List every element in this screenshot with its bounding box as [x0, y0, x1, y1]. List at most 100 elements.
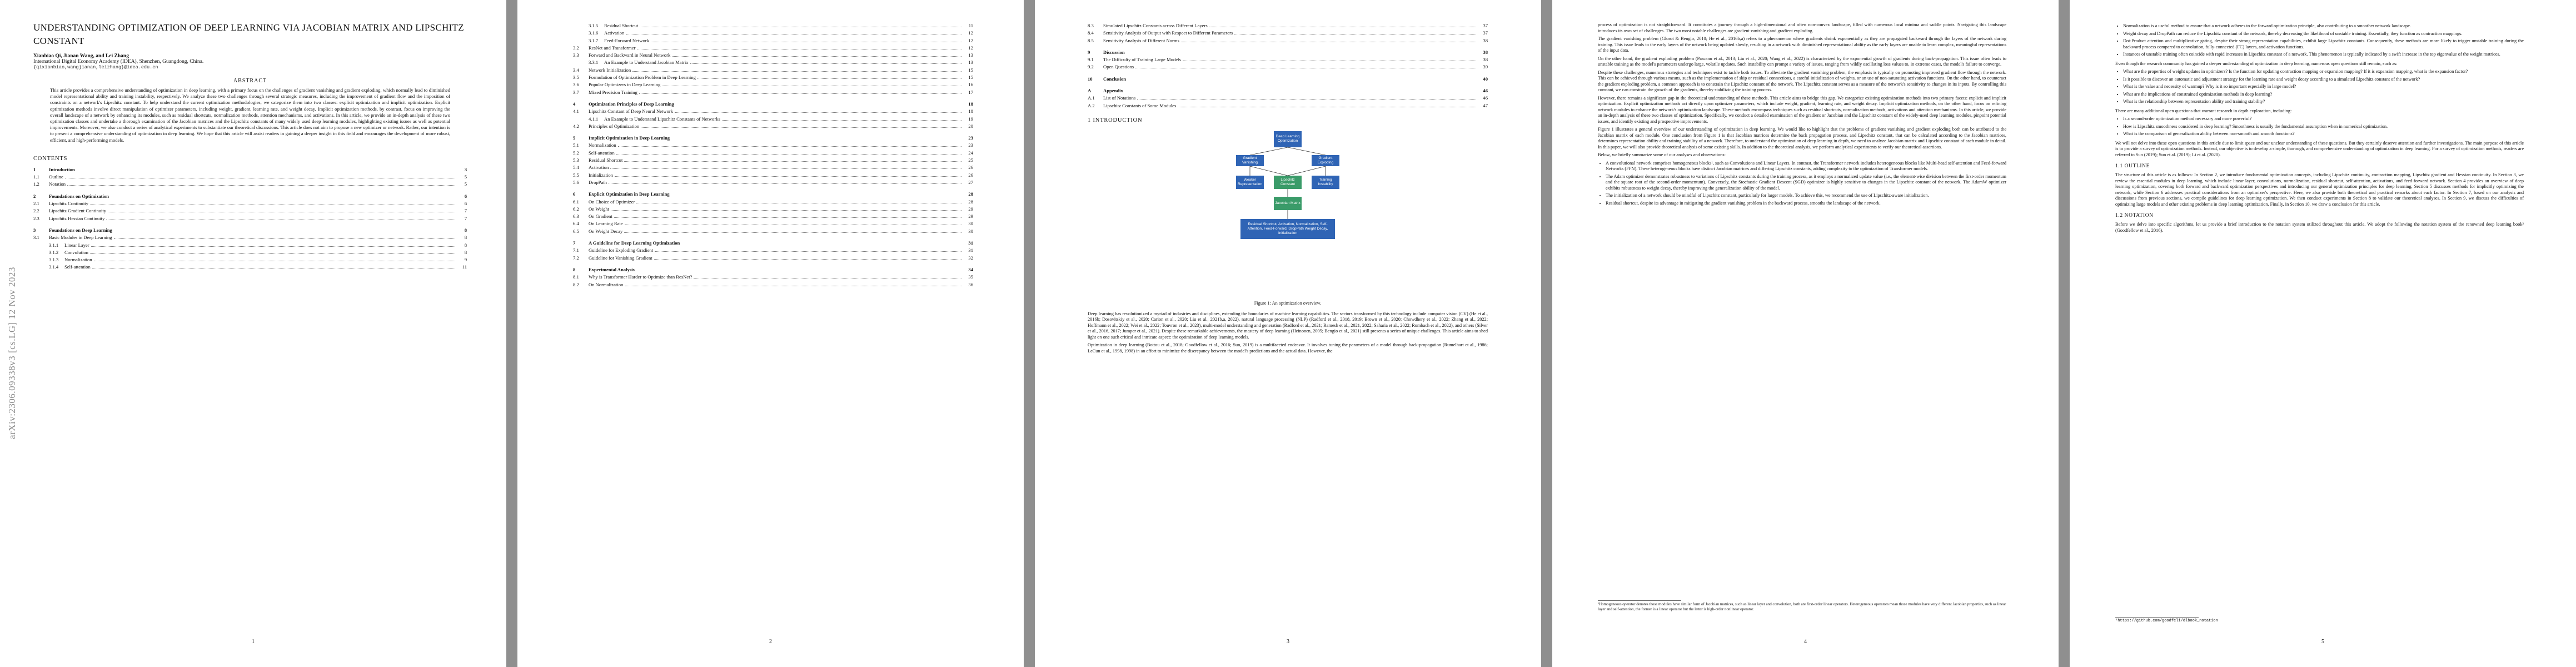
- toc-leader-dots: [641, 127, 961, 128]
- toc-number: 3.1.6: [589, 30, 599, 36]
- page-5: Normalization is a useful method to ensu…: [2070, 0, 2576, 667]
- body-paragraph: Below, we briefly summarize some of our …: [1598, 152, 1726, 157]
- toc-leader-dots: [624, 161, 961, 162]
- toc-page-number: 8: [464, 227, 467, 233]
- toc-page-number: 28: [968, 198, 973, 205]
- box-gradient-vanishing: Gradient Vanishing: [1236, 155, 1264, 166]
- toc-title: Optimization Principles of Deep Learning: [589, 101, 674, 107]
- toc-number: 3.4: [573, 67, 579, 73]
- abstract-heading: Abstract: [233, 78, 267, 84]
- toc-page-number: 36: [968, 281, 973, 287]
- toc-leader-dots: [614, 217, 961, 218]
- toc-page-number: 32: [968, 255, 973, 261]
- toc-title: Mixed Precision Training: [589, 89, 637, 95]
- toc-number: A: [1088, 88, 1092, 94]
- toc-leader-dots: [632, 71, 961, 72]
- toc-number: 2.2: [33, 208, 39, 214]
- toc-page-number: 31: [968, 247, 973, 253]
- toc-page-number: 12: [968, 37, 973, 43]
- toc-number: 4.1.1: [589, 116, 599, 122]
- toc-page-number: 23: [968, 135, 973, 141]
- toc-title: On Normalization: [589, 281, 624, 287]
- toc-page-number: 18: [968, 108, 973, 115]
- list-item: Dot-Product attention and multiplicative…: [2123, 38, 2524, 50]
- toc-page-number: 38: [1483, 49, 1488, 55]
- toc-page-number: 24: [968, 150, 973, 156]
- list-item: What is the value and necessity of warmu…: [2123, 84, 2524, 90]
- toc-title: On Choice of Optimizer: [589, 198, 635, 205]
- box-gradient-exploding: Gradient Exploding: [1312, 155, 1339, 166]
- toc-page-number: 35: [968, 274, 973, 280]
- page-number: 2: [769, 639, 772, 645]
- list-item: Residual shortcut, despite its advantage…: [1606, 201, 2006, 207]
- toc-title: Activation: [604, 30, 625, 36]
- toc-number: 8.5: [1088, 37, 1094, 43]
- toc-title: Initialization: [589, 172, 613, 178]
- toc-leader-dots: [654, 258, 961, 260]
- toc-page-number: 34: [968, 266, 973, 272]
- footnote-link[interactable]: ²https://github.com/goodfeli/dlbook_nota…: [2115, 619, 2218, 623]
- toc-title: Guideline for Vanishing Gradient: [589, 255, 652, 261]
- toc-number: A.2: [1088, 102, 1095, 108]
- box-training-instability: Training Instability: [1312, 175, 1339, 189]
